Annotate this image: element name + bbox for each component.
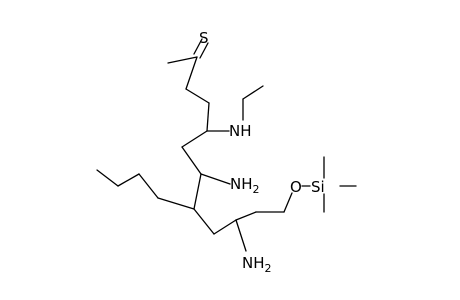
ethylamino-nh-label: NH <box>229 122 252 140</box>
atom-label-layer: S NH NH2 NH2 O Si <box>199 29 325 275</box>
bond-ch2-ch3 <box>242 85 264 100</box>
ether-oxygen-label: O <box>290 178 302 196</box>
amine-lower-label: NH2 <box>242 254 272 275</box>
amine-upper-label: NH2 <box>230 175 260 196</box>
bond-c2-c3 <box>185 56 198 90</box>
bond-methyl-c2 <box>167 56 198 64</box>
bond-c-s-double-2 <box>193 38 203 55</box>
bond-b1-b2 <box>138 173 159 199</box>
bond-c3-c4 <box>185 88 210 104</box>
amine-lower-subscript: 2 <box>265 262 272 275</box>
bond-b3-b4 <box>96 169 119 187</box>
bond-c6-c7 <box>181 146 202 175</box>
sulfur-label: S <box>199 29 209 47</box>
bond-c7-nh2 <box>200 173 231 185</box>
bond-c8-c9 <box>193 208 215 235</box>
bond-c4-c5 <box>206 102 210 132</box>
bond-c10-nh2 <box>235 219 247 252</box>
amine-lower-nh: NH <box>242 254 265 272</box>
bond-c8-b1 <box>157 197 195 210</box>
bond-c5-c6 <box>181 130 208 148</box>
bond-c12-o <box>283 192 293 213</box>
bond-b2-b3 <box>117 173 140 187</box>
bond-c7-c8 <box>193 173 202 210</box>
bond-layer <box>96 38 357 252</box>
bond-c-s-double-1 <box>199 42 209 59</box>
bond-c9-c10 <box>213 219 237 235</box>
amine-upper-nh: NH <box>230 175 253 193</box>
silicon-label: Si <box>311 178 325 196</box>
amine-upper-subscript: 2 <box>253 183 260 196</box>
bond-c10-c11 <box>235 211 257 221</box>
